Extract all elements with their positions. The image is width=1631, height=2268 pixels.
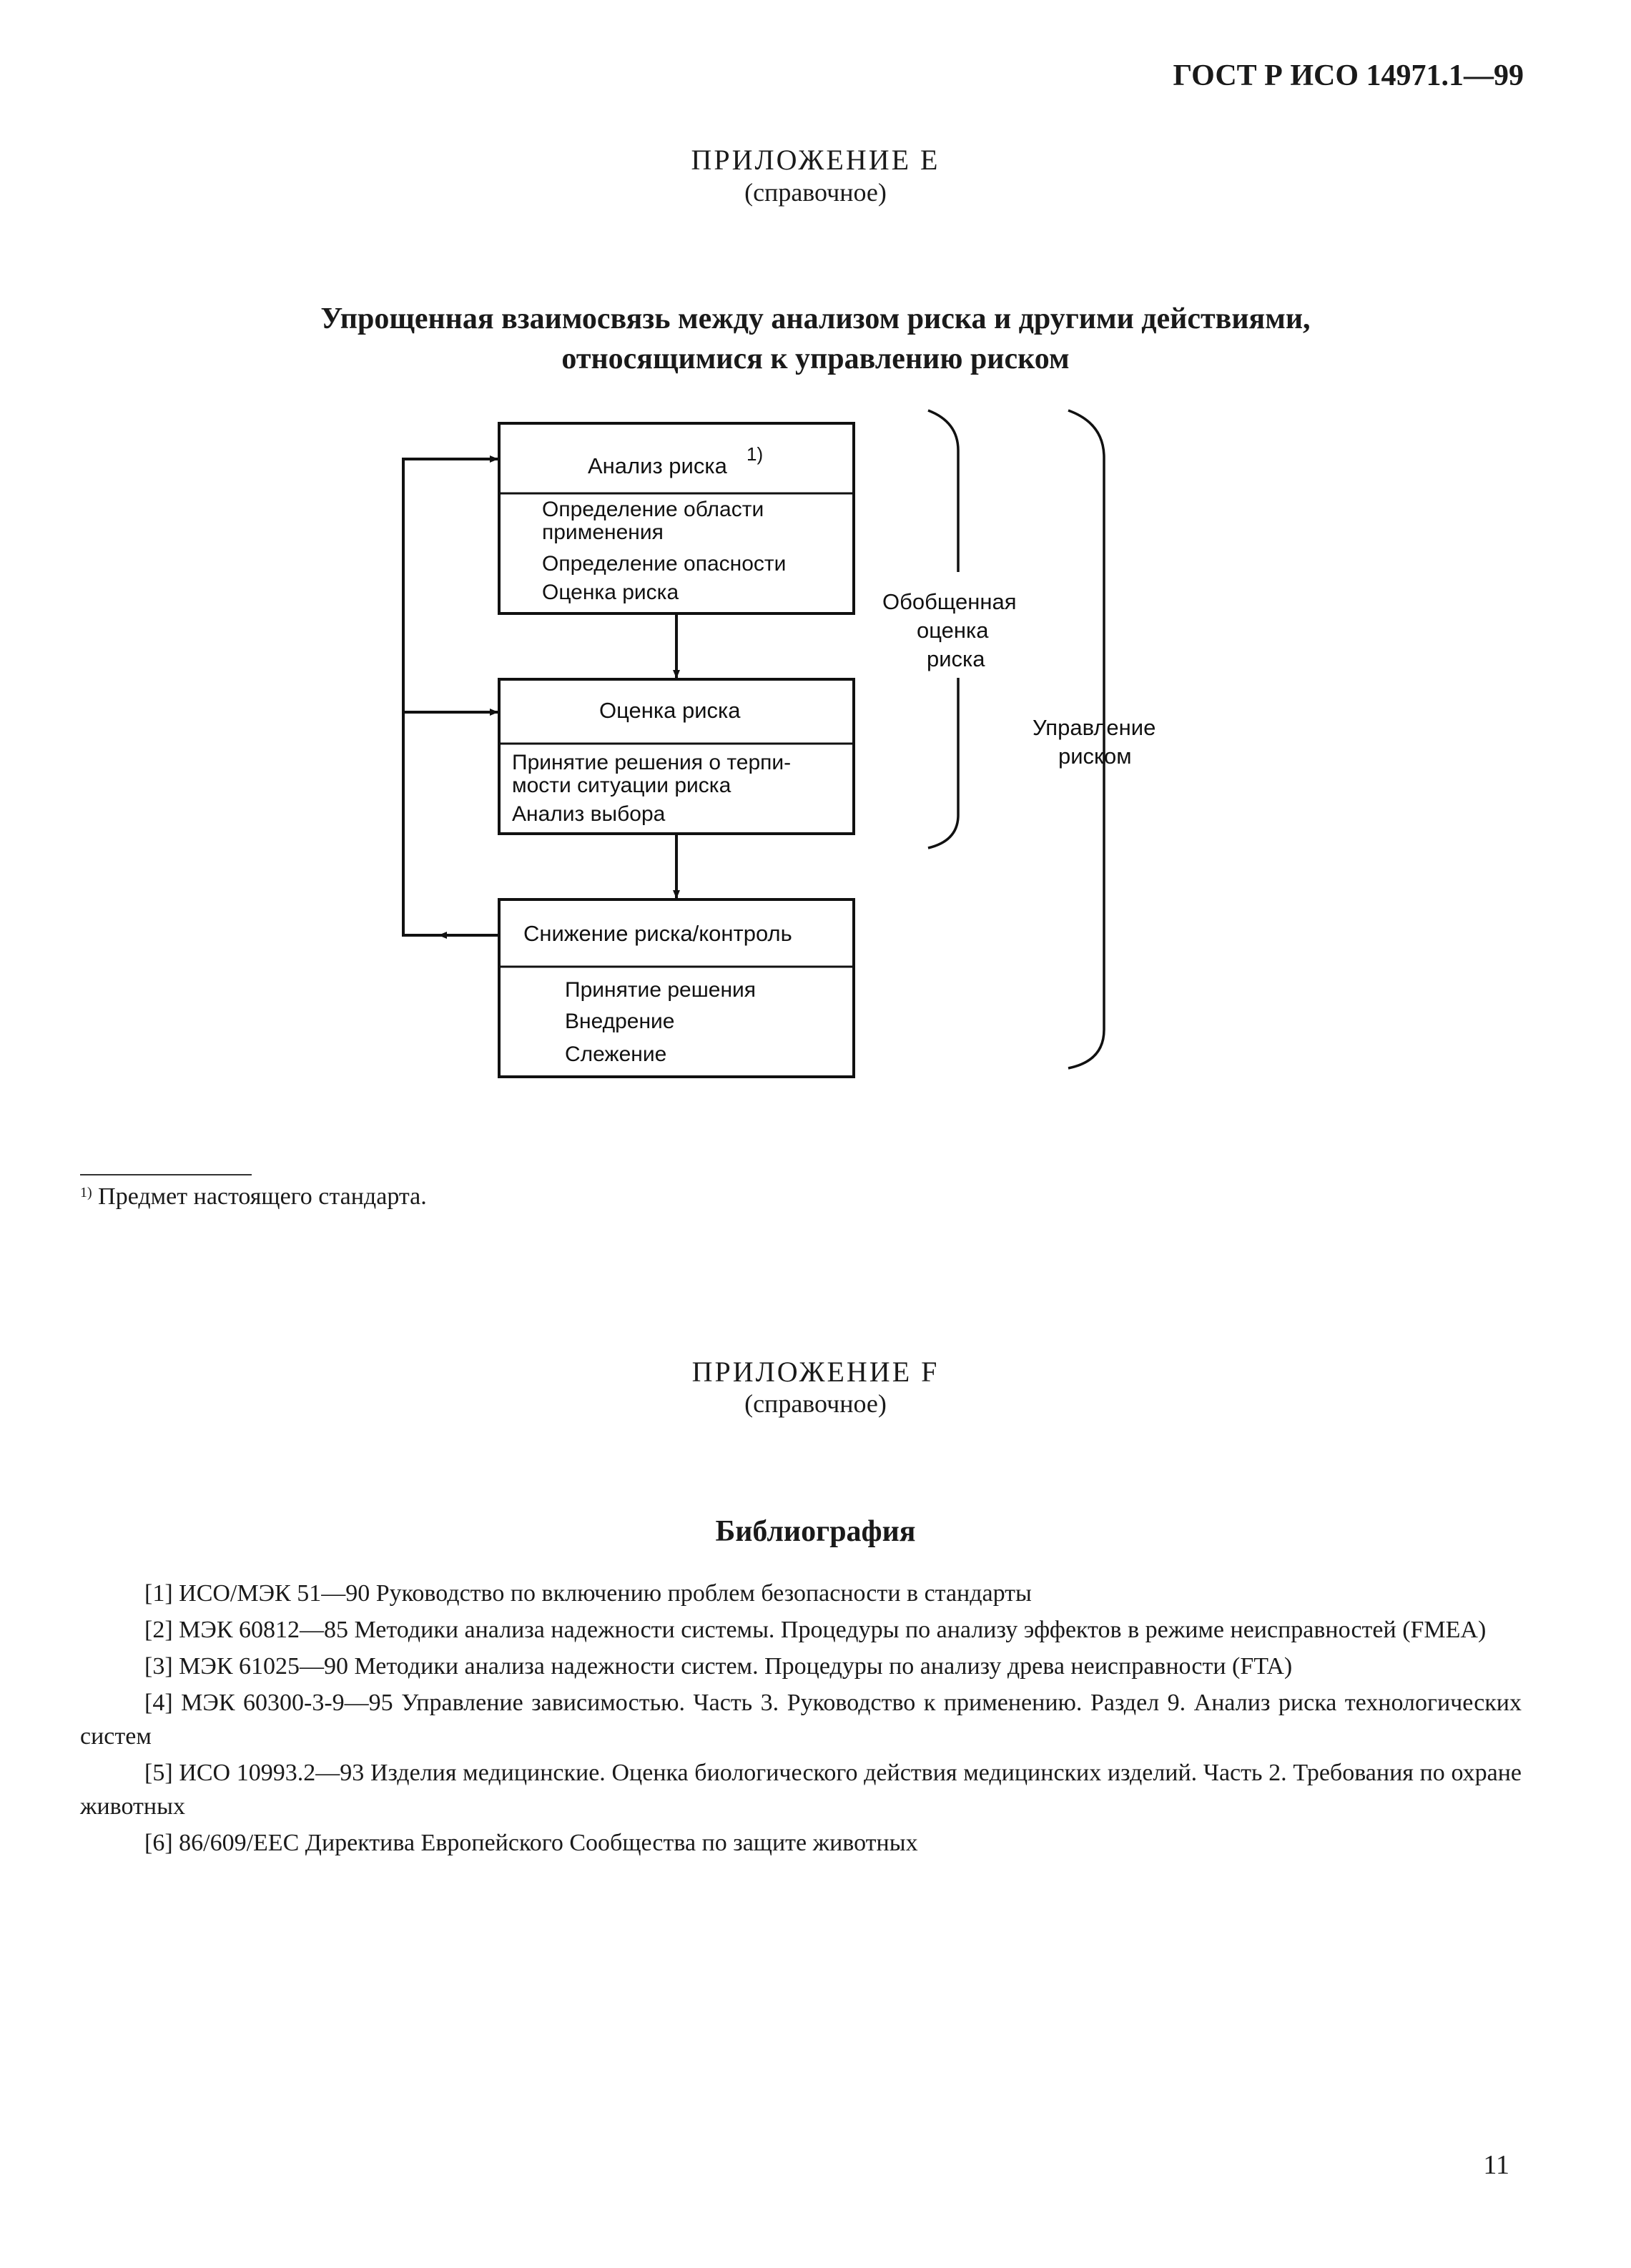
standard-code: ГОСТ Р ИСО 14971.1—99 <box>1173 59 1524 92</box>
brace1-label-line: Обобщенная <box>882 589 1017 614</box>
bibliography-list: [1] ИСО/МЭК 51—90 Руководство по включен… <box>80 1577 1522 1863</box>
risk-analysis-box: Анализ риска 1) Определение области прим… <box>498 422 855 615</box>
risk-management-diagram: Анализ риска 1) Определение области прим… <box>402 409 1156 1078</box>
bibliography-item: [3] МЭК 61025—90 Методики анализа надежн… <box>144 1653 1293 1680</box>
figure-title-line-1: Упрощенная взаимосвязь между анализом ри… <box>320 302 1311 335</box>
brace2-label-line: риском <box>1058 744 1132 769</box>
risk-reduction-title: Снижение риска/контроль <box>523 921 792 946</box>
risk-analysis-title: Анализ риска <box>588 453 728 478</box>
footnote-text: Предмет настоящего стандарта. <box>98 1183 427 1210</box>
risk-analysis-superscript: 1) <box>746 443 763 465</box>
bibliography-item: [1] ИСО/МЭК 51—90 Руководство по включен… <box>144 1580 1032 1607</box>
risk-reduction-item: Принятие решения <box>565 978 756 1002</box>
bibliography-item: [6] 86/609/EEC Директива Европейского Со… <box>144 1830 918 1856</box>
brace2-label-line: Управление <box>1033 715 1156 740</box>
risk-analysis-item: применения <box>542 521 664 544</box>
footnote-separator <box>80 1174 252 1175</box>
risk-analysis-item: Оценка риска <box>542 581 679 604</box>
brace1-label-line: риска <box>927 646 985 671</box>
risk-evaluation-item: мости ситуации риска <box>512 774 731 797</box>
appendix-e-title: ПРИЛОЖЕНИЕ Е <box>691 144 940 176</box>
risk-reduction-box: Снижение риска/контроль Принятие решения… <box>498 898 855 1078</box>
bibliography-title: Библиография <box>715 1515 916 1548</box>
risk-evaluation-item: Анализ выбора <box>512 802 666 826</box>
risk-evaluation-box: Оценка риска Принятие решения о терпи- м… <box>498 678 855 835</box>
risk-evaluation-title: Оценка риска <box>599 698 741 723</box>
feedback-loop <box>402 455 499 939</box>
bibliography-item: [4] МЭК 60300-3-9—95 Управление зависимо… <box>80 1690 1522 1750</box>
appendix-f-title: ПРИЛОЖЕНИЕ F <box>691 1356 940 1388</box>
risk-analysis-item: Определение опасности <box>542 552 786 576</box>
bibliography-item: [5] ИСО 10993.2—93 Изделия медицинские. … <box>80 1760 1522 1820</box>
appendix-f-subtitle: (справочное) <box>744 1389 887 1418</box>
risk-reduction-item: Слежение <box>565 1042 666 1066</box>
risk-evaluation-item: Принятие решения о терпи- <box>512 751 791 774</box>
appendix-e-subtitle: (справочное) <box>744 178 887 207</box>
brace-generalized-assessment <box>927 409 960 849</box>
brace1-label-line: оценка <box>917 618 989 643</box>
risk-reduction-item: Внедрение <box>565 1010 675 1033</box>
footnote: 1) Предмет настоящего стандарта. <box>80 1183 427 1211</box>
figure-title-line-2: относящимися к управлению риском <box>561 342 1070 375</box>
page-number: 11 <box>1483 2150 1509 2180</box>
bibliography-item: [2] МЭК 60812—85 Методики анализа надежн… <box>144 1617 1487 1643</box>
footnote-marker: 1) <box>80 1185 92 1200</box>
risk-analysis-item: Определение области <box>542 498 764 521</box>
brace-risk-management <box>1068 409 1105 1070</box>
